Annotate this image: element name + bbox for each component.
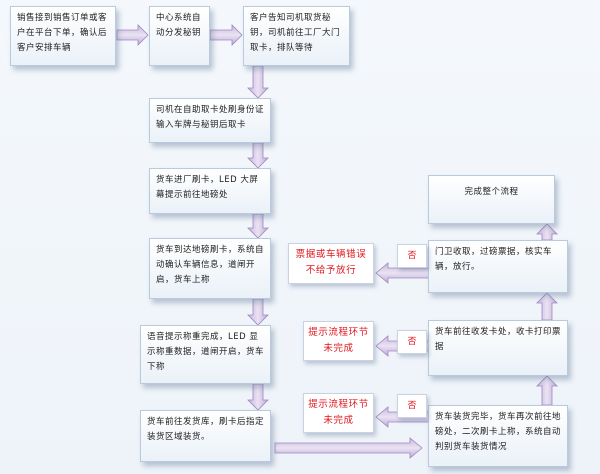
step-self-service-card: 司机在自助取卡处刷身份证输入车牌与秘钥后取卡 — [149, 98, 271, 143]
step-weighing-complete-text: 语音提示称重完成，LED 显示称重数据，道闸开启，货车下称 — [147, 332, 265, 372]
step-return-card-print-text: 货车前往收发卡处，收卡打印票据 — [435, 327, 562, 352]
arrow-s5-s6 — [247, 213, 269, 239]
arrow-s7-s8 — [247, 383, 269, 411]
step-process-complete: 完成整个流程 — [428, 175, 555, 224]
no-label-return-card: 否 — [397, 330, 427, 354]
error-process-incomplete-2-text: 提示流程环节未完成 — [308, 399, 369, 426]
no-label-guard: 否 — [397, 244, 427, 268]
step-order-received: 销售接到销售订单或客户在平台下单，确认后客户安排车辆 — [10, 6, 116, 66]
step-go-loading-warehouse-text: 货车前往发货库，刷卡后指定装货区域装货。 — [147, 417, 265, 442]
step-system-distribute-key-text: 中心系统自动分发秘钥 — [156, 13, 202, 38]
step-system-distribute-key: 中心系统自动分发秘钥 — [149, 6, 210, 66]
error-process-incomplete-1: 提示流程环节未完成 — [303, 321, 374, 361]
step-truck-enter: 货车进厂刷卡，LED 大屏幕提示前往地磅处 — [149, 168, 271, 214]
arrow-s11-s12 — [536, 223, 558, 241]
step-truck-enter-text: 货车进厂刷卡，LED 大屏幕提示前往地磅处 — [156, 175, 259, 200]
step-return-card-print: 货车前往收发卡处，收卡打印票据 — [428, 320, 568, 376]
error-process-incomplete-1-text: 提示流程环节未完成 — [308, 327, 369, 354]
error-ticket-vehicle-wrong-text: 票据或车辆错误不给予放行 — [295, 249, 367, 276]
no-label-second-weighing: 否 — [397, 394, 427, 418]
step-weighbridge-check: 货车到达地磅刷卡，系统自动确认车辆信息，道闸开启，货车上称 — [149, 238, 271, 299]
arrow-s1-s2 — [116, 24, 149, 46]
arrow-s6-s7 — [247, 298, 269, 326]
arrow-s4-s5 — [247, 142, 269, 169]
step-weighbridge-check-text: 货车到达地磅刷卡，系统自动确认车辆信息，道闸开启，货车上称 — [156, 245, 265, 285]
error-process-incomplete-2: 提示流程环节未完成 — [303, 393, 374, 433]
step-second-weighing: 货车装货完毕，货车再次前往地磅处，二次刷卡上称，系统自动判别货车装货情况 — [428, 405, 568, 467]
step-driver-go-gate-text: 客户告知司机取货秘钥，司机前往工厂大门取卡，排队等待 — [250, 13, 341, 53]
step-self-service-card-text: 司机在自助取卡处刷身份证输入车牌与秘钥后取卡 — [156, 105, 265, 130]
arrow-s8-s9 — [274, 437, 423, 459]
step-driver-go-gate: 客户告知司机取货秘钥，司机前往工厂大门取卡，排队等待 — [243, 6, 350, 66]
step-weighing-complete: 语音提示称重完成，LED 显示称重数据，道闸开启，货车下称 — [140, 325, 271, 384]
step-order-received-text: 销售接到销售订单或客户在平台下单，确认后客户安排车辆 — [17, 13, 108, 53]
step-second-weighing-text: 货车装货完毕，货车再次前往地磅处，二次刷卡上称，系统自动判别货车装货情况 — [435, 412, 562, 452]
arrow-s11-e1 — [375, 262, 431, 284]
step-guard-release: 门卫收取，过磅票据，核实车辆，放行。 — [428, 240, 568, 293]
arrow-s3-s4 — [247, 65, 269, 99]
arrow-s9-s10 — [536, 375, 558, 406]
step-go-loading-warehouse: 货车前往发货库，刷卡后指定装货区域装货。 — [140, 410, 271, 462]
step-process-complete-text: 完成整个流程 — [464, 187, 519, 197]
error-ticket-vehicle-wrong: 票据或车辆错误不给予放行 — [288, 243, 374, 284]
step-guard-release-text: 门卫收取，过磅票据，核实车辆，放行。 — [435, 247, 553, 272]
arrow-s2-s3 — [209, 24, 243, 46]
arrow-s10-s11 — [536, 292, 558, 321]
